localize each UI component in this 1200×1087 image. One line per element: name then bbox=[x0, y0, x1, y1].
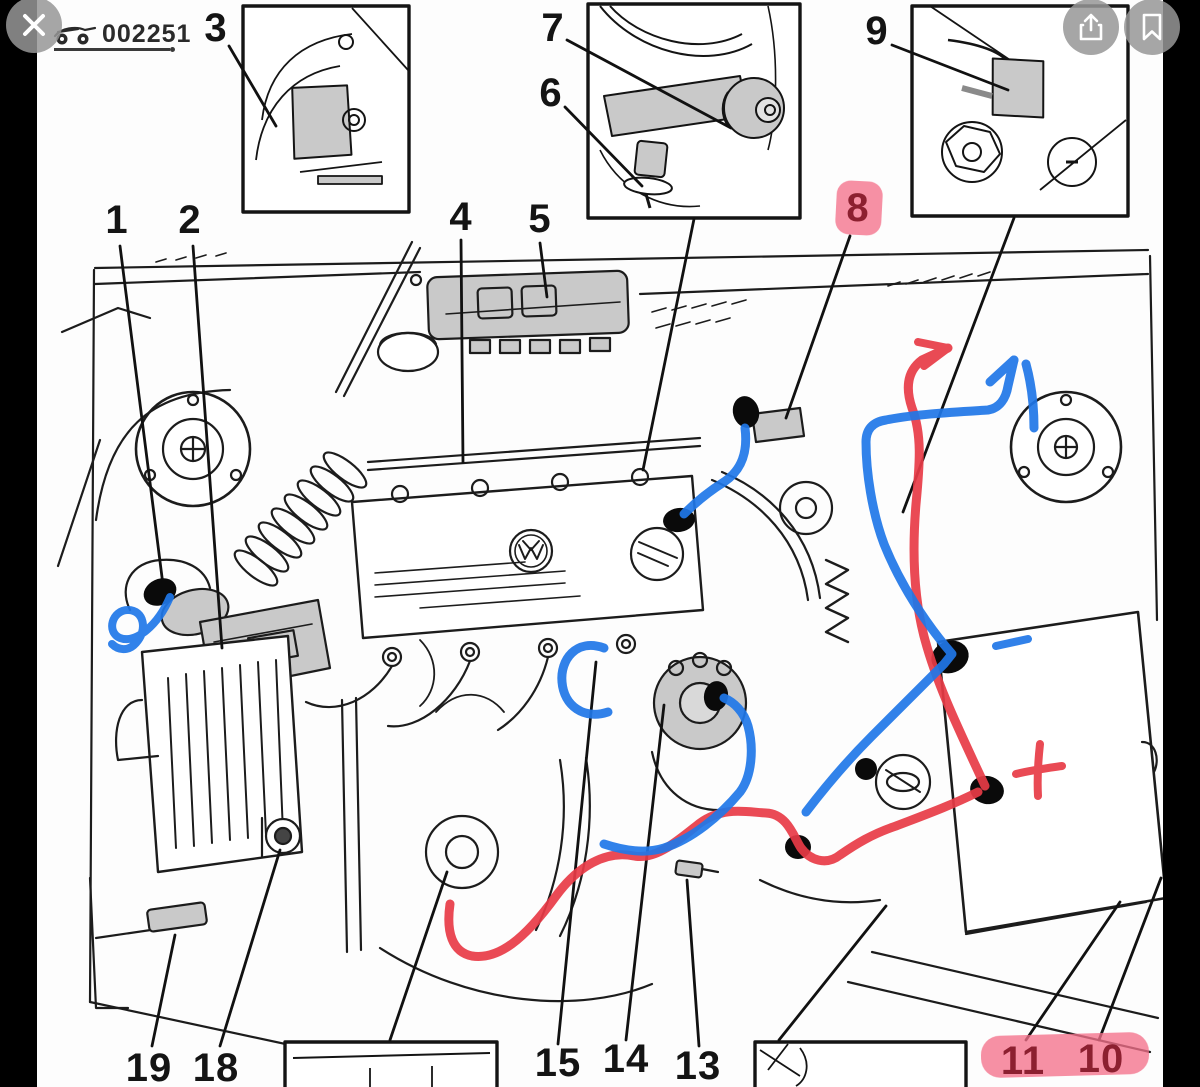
inset-detail-boxes bbox=[241, 2, 1130, 1087]
photo-id-badge: 002251 bbox=[52, 20, 192, 52]
inset-box-detail-9 bbox=[910, 4, 1130, 218]
badge-underline bbox=[54, 47, 175, 52]
callout-leader-lines bbox=[118, 38, 1163, 1048]
inset-box-bottom-left bbox=[283, 1040, 499, 1087]
blue-cable-annotation bbox=[108, 355, 1039, 856]
pillarbox-right bbox=[1163, 0, 1200, 1087]
highlight-band-10-11 bbox=[980, 1032, 1150, 1078]
engine-bay-line-art bbox=[56, 240, 1168, 1062]
inset-box-detail-6-7 bbox=[586, 2, 802, 220]
inset-box-bottom-right bbox=[753, 1040, 968, 1087]
photo-id-text: 002251 bbox=[102, 20, 192, 48]
plus-symbol-annotation bbox=[1012, 740, 1066, 800]
pillarbox-left bbox=[0, 0, 37, 1087]
red-arrowhead bbox=[914, 338, 952, 370]
share-icon bbox=[1079, 13, 1103, 41]
inset-box-detail-3 bbox=[241, 4, 411, 214]
bookmark-button[interactable] bbox=[1124, 0, 1180, 55]
highlight-blob-8 bbox=[835, 180, 883, 236]
close-icon bbox=[23, 14, 45, 36]
share-button[interactable] bbox=[1063, 0, 1119, 55]
highlighter-marks bbox=[835, 180, 1150, 1078]
blue-squiggle bbox=[108, 593, 174, 654]
bookmark-icon bbox=[1142, 13, 1162, 41]
close-button[interactable] bbox=[6, 0, 62, 53]
blue-arrowhead bbox=[985, 355, 1019, 387]
minus-symbol-annotation bbox=[992, 635, 1032, 650]
